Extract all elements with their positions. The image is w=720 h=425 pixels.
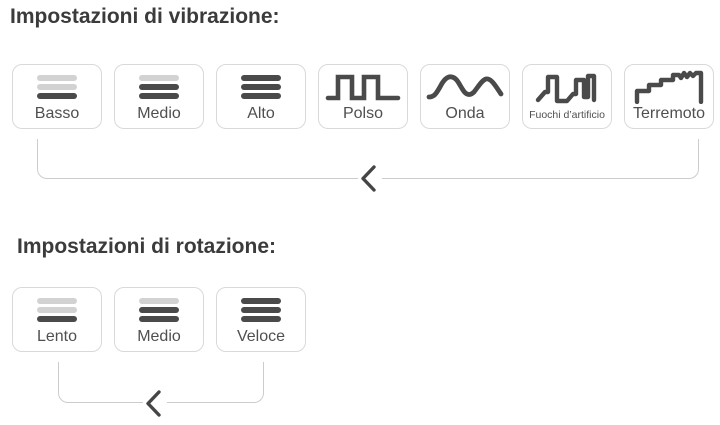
- rotation-option-veloce[interactable]: Veloce: [216, 287, 306, 352]
- pulse-wave-icon: [320, 69, 406, 104]
- bars-low-icon: [14, 69, 100, 104]
- bars-high-icon: [218, 69, 304, 104]
- vibration-option-fuochi-d-artificio[interactable]: Fuochi d’artificio: [522, 64, 612, 129]
- rotation-option-medio[interactable]: Medio: [114, 287, 204, 352]
- option-label: Fuochi d’artificio: [529, 109, 605, 121]
- chevron-left-icon[interactable]: [143, 388, 167, 419]
- earthquake-wave-icon: [626, 69, 712, 104]
- bars-low-icon: [14, 292, 100, 327]
- option-label: Alto: [247, 105, 275, 122]
- chevron-left-icon[interactable]: [358, 163, 382, 194]
- rotation-option-lento[interactable]: Lento: [12, 287, 102, 352]
- vibration-option-medio[interactable]: Medio: [114, 64, 204, 129]
- option-label: Basso: [34, 105, 80, 122]
- rotation-settings-heading: Impostazioni di rotazione:: [17, 235, 277, 258]
- bars-medium-icon: [116, 69, 202, 104]
- option-label: Polso: [342, 105, 384, 122]
- option-label: Veloce: [236, 328, 286, 345]
- vibration-options-row: Basso Medio Alto Polso Onda: [12, 64, 714, 129]
- fireworks-wave-icon: [524, 69, 610, 108]
- vibration-option-terremoto[interactable]: Terremoto: [624, 64, 714, 129]
- bars-high-icon: [218, 292, 304, 327]
- vibration-option-alto[interactable]: Alto: [216, 64, 306, 129]
- option-label: Onda: [445, 105, 485, 122]
- option-label: Lento: [36, 328, 78, 345]
- option-label: Medio: [137, 328, 181, 345]
- vibration-option-basso[interactable]: Basso: [12, 64, 102, 129]
- vibration-option-onda[interactable]: Onda: [420, 64, 510, 129]
- option-label: Medio: [137, 105, 181, 122]
- vibration-option-polso[interactable]: Polso: [318, 64, 408, 129]
- bars-medium-icon: [116, 292, 202, 327]
- sine-wave-icon: [422, 69, 508, 104]
- option-label: Terremoto: [632, 105, 706, 122]
- vibration-settings-heading: Impostazioni di vibrazione:: [10, 5, 280, 28]
- rotation-options-row: Lento Medio Veloce: [12, 287, 306, 352]
